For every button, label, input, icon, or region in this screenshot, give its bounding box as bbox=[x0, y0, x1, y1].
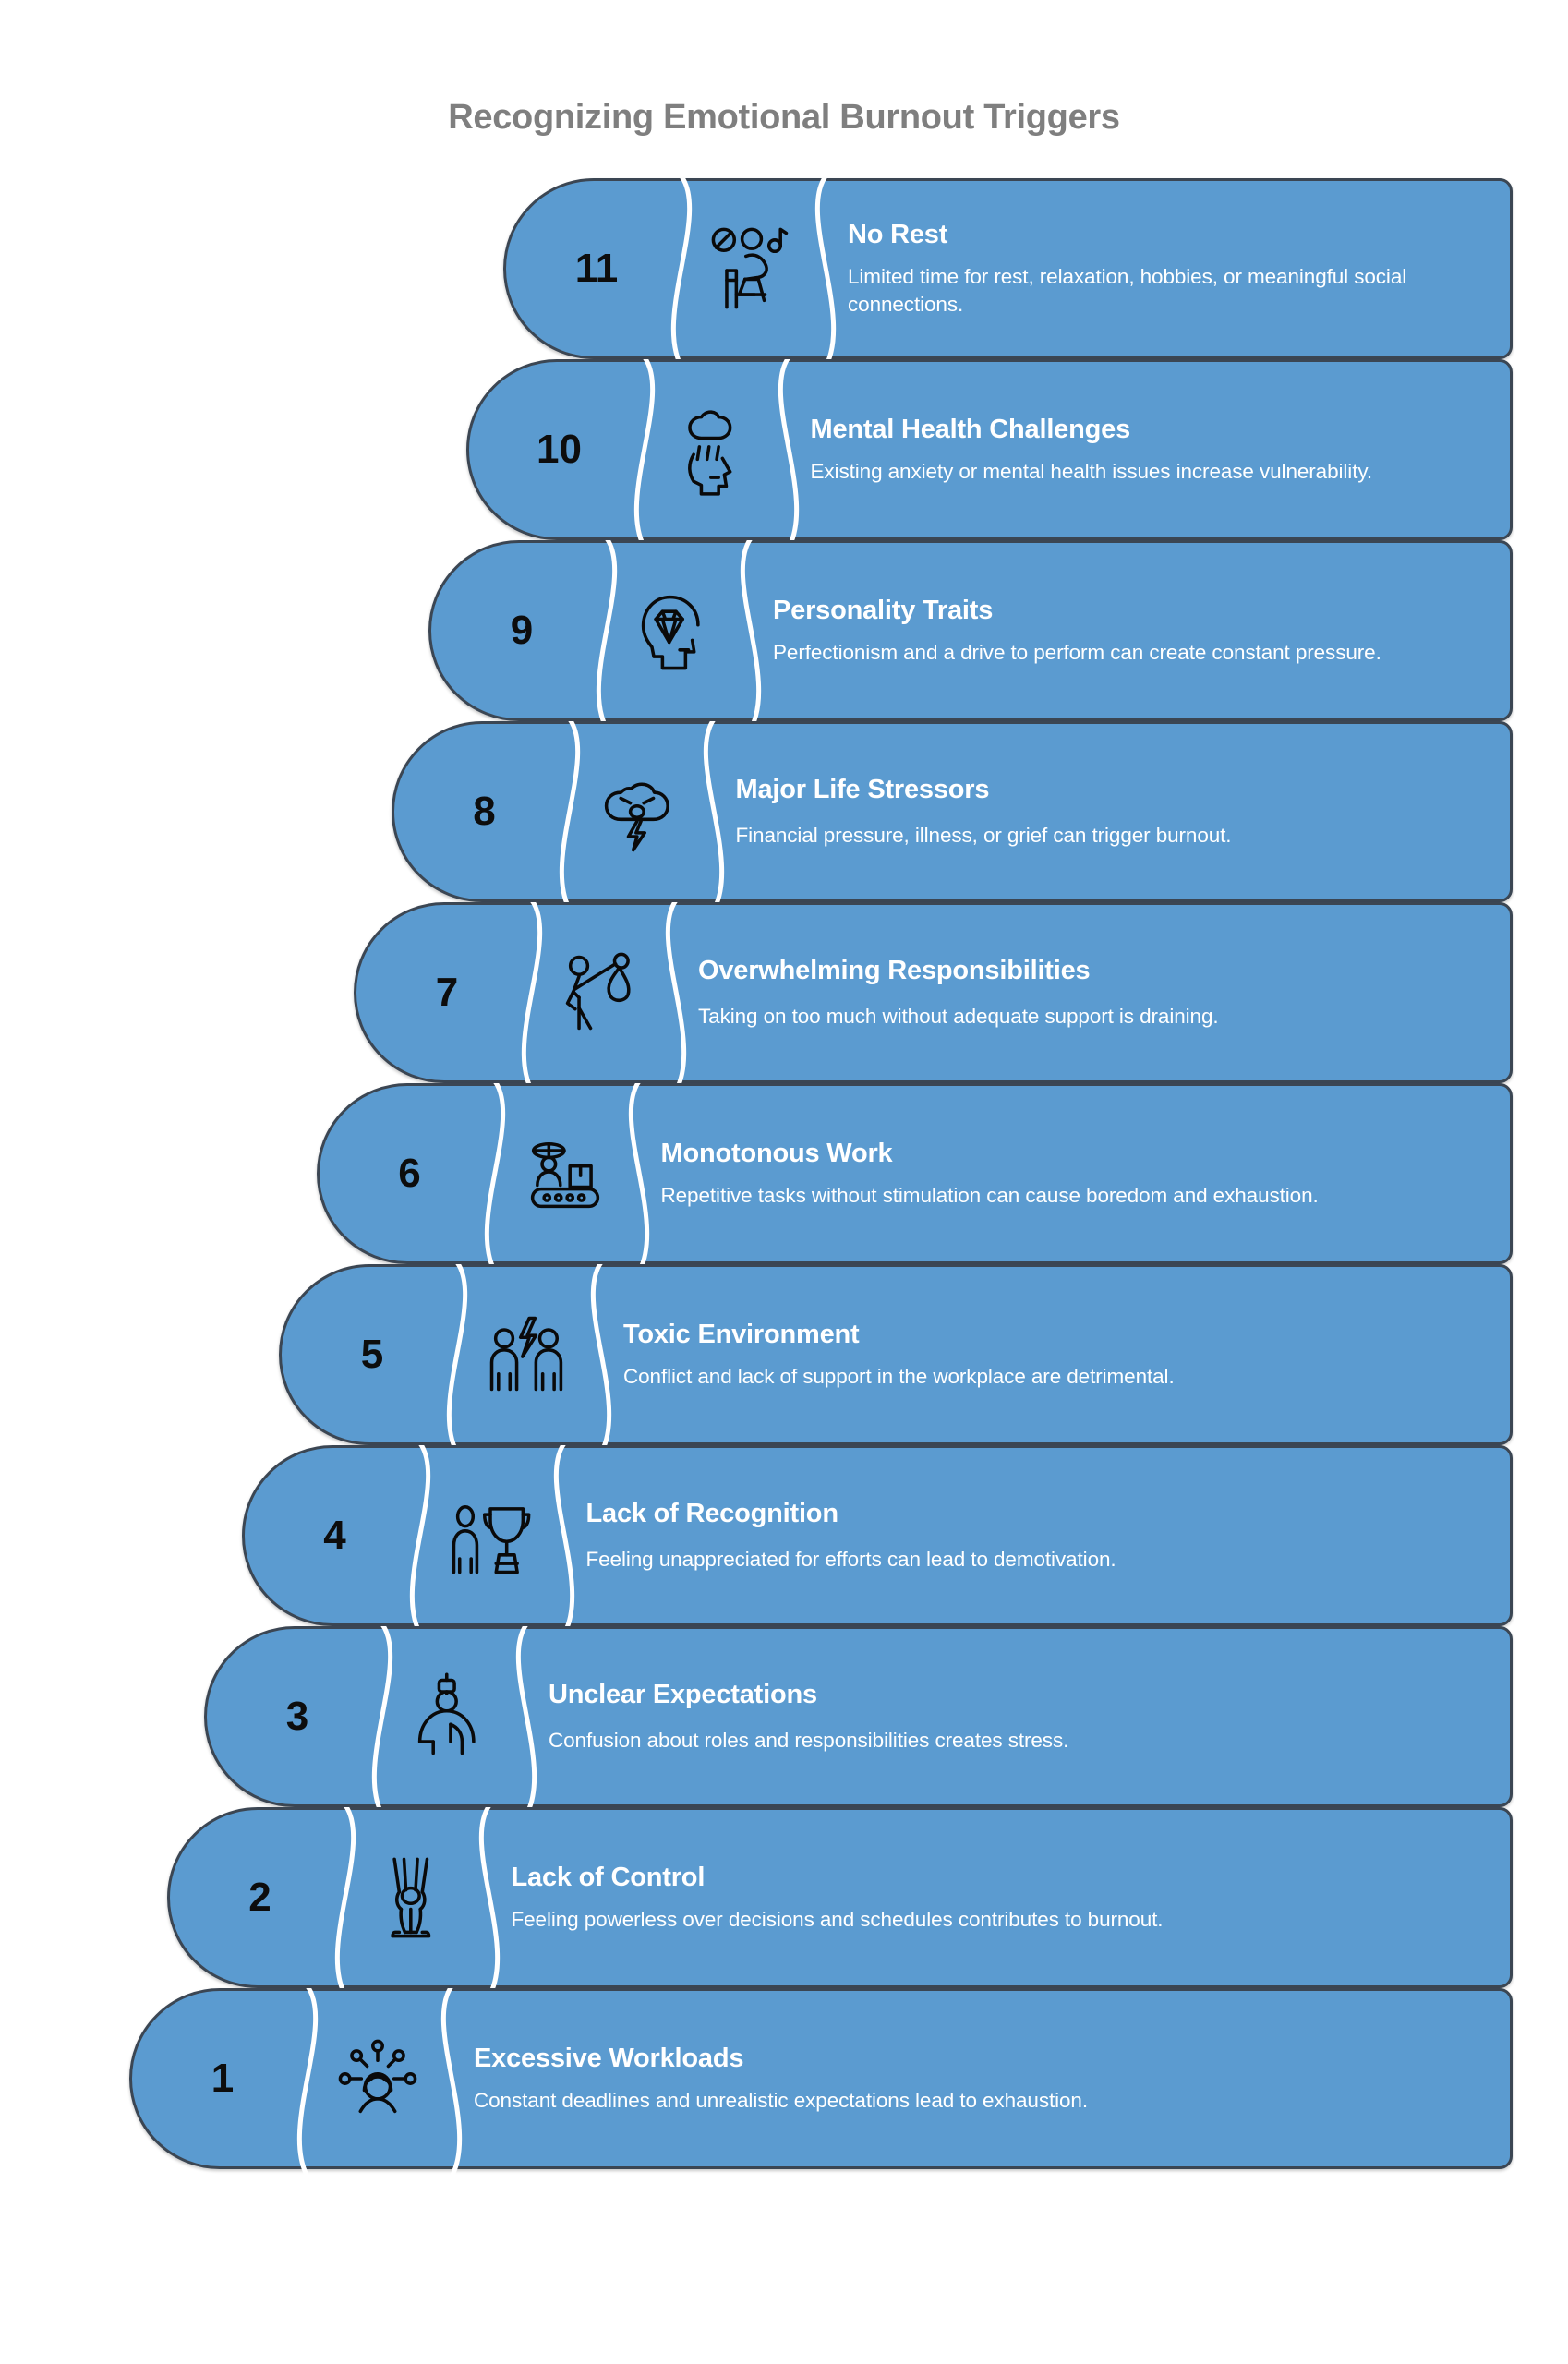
trigger-description: Financial pressure, illness, or grief ca… bbox=[735, 824, 1232, 848]
trigger-number-label: 8 bbox=[473, 789, 496, 834]
trigger-description: Constant deadlines and unrealistic expec… bbox=[474, 2089, 1088, 2113]
trigger-title: No Rest bbox=[848, 220, 948, 250]
head-diamond-icon bbox=[629, 583, 725, 679]
stressed-person-icon bbox=[330, 2031, 426, 2127]
trigger-description: Confusion about roles and responsibiliti… bbox=[549, 1729, 1069, 1753]
trigger-number: 9 bbox=[431, 543, 612, 718]
trigger-description: Conflict and lack of support in the work… bbox=[623, 1365, 1175, 1389]
angry-storm-cloud-icon bbox=[592, 764, 688, 860]
trigger-number-label: 1 bbox=[211, 2056, 235, 2101]
trigger-title: Mental Health Challenges bbox=[810, 414, 1131, 444]
trigger-icon bbox=[501, 1086, 630, 1261]
trigger-number-label: 3 bbox=[285, 1694, 309, 1739]
trigger-title: Toxic Environment bbox=[623, 1319, 860, 1349]
trigger-title: Personality Traits bbox=[773, 595, 994, 625]
two-people-conflict-icon bbox=[479, 1307, 575, 1403]
trigger-description: Existing anxiety or mental health issues… bbox=[810, 460, 1373, 484]
trigger-title: Lack of Recognition bbox=[585, 1498, 839, 1528]
trigger-number: 7 bbox=[356, 905, 537, 1080]
trigger-title: Excessive Workloads bbox=[474, 2043, 744, 2073]
trigger-icon bbox=[426, 1448, 555, 1623]
trigger-number-label: 4 bbox=[323, 1513, 346, 1558]
conveyor-belt-worker-icon bbox=[517, 1126, 613, 1222]
trigger-description: Limited time for rest, relaxation, hobbi… bbox=[848, 265, 1407, 316]
trigger-number-label: 2 bbox=[248, 1875, 271, 1920]
trigger-number: 3 bbox=[207, 1629, 388, 1804]
trigger-icon bbox=[537, 905, 667, 1080]
puppet-strings-icon bbox=[368, 1850, 464, 1946]
trigger-number-label: 6 bbox=[398, 1151, 421, 1196]
rain-cloud-head-icon bbox=[667, 402, 763, 498]
trigger-description: Perfectionism and a drive to perform can… bbox=[773, 641, 1381, 665]
trigger-number: 5 bbox=[282, 1267, 463, 1442]
trigger-title: Overwhelming Responsibilities bbox=[698, 955, 1091, 985]
trigger-number: 8 bbox=[394, 724, 575, 899]
trigger-icon bbox=[575, 724, 705, 899]
person-trophy-icon bbox=[442, 1488, 538, 1584]
person-carrying-load-icon bbox=[554, 945, 650, 1041]
trigger-number-label: 10 bbox=[537, 427, 582, 472]
trigger-title: Major Life Stressors bbox=[735, 774, 990, 804]
trigger-description: Feeling unappreciated for efforts can le… bbox=[585, 1548, 1116, 1572]
trigger-number: 2 bbox=[170, 1810, 351, 1985]
trigger-icon bbox=[612, 543, 742, 718]
trigger-description: Taking on too much without adequate supp… bbox=[698, 1005, 1219, 1029]
trigger-title: Monotonous Work bbox=[660, 1138, 893, 1168]
trigger-number: 4 bbox=[245, 1448, 426, 1623]
trigger-description: Repetitive tasks without stimulation can… bbox=[660, 1184, 1319, 1208]
trigger-description: Feeling powerless over decisions and sch… bbox=[511, 1908, 1164, 1932]
trigger-icon bbox=[687, 181, 816, 356]
trigger-title: Unclear Expectations bbox=[549, 1679, 817, 1709]
trigger-number: 1 bbox=[132, 1991, 313, 2166]
trigger-title: Lack of Control bbox=[511, 1862, 706, 1892]
confused-person-icon bbox=[404, 1669, 501, 1765]
trigger-icon bbox=[351, 1810, 480, 1985]
trigger-icon bbox=[388, 1629, 517, 1804]
trigger-number: 11 bbox=[506, 181, 687, 356]
trigger-number-label: 9 bbox=[510, 608, 534, 653]
trigger-icon bbox=[313, 1991, 442, 2166]
trigger-number-label: 5 bbox=[360, 1332, 384, 1377]
trigger-number: 10 bbox=[469, 362, 650, 537]
trigger-icon bbox=[463, 1267, 592, 1442]
trigger-number-label: 11 bbox=[574, 246, 619, 291]
no-rest-icon bbox=[704, 221, 800, 317]
trigger-number-label: 7 bbox=[435, 970, 459, 1015]
trigger-icon bbox=[650, 362, 779, 537]
trigger-number: 6 bbox=[320, 1086, 501, 1261]
page-title: Recognizing Emotional Burnout Triggers bbox=[448, 98, 1120, 137]
